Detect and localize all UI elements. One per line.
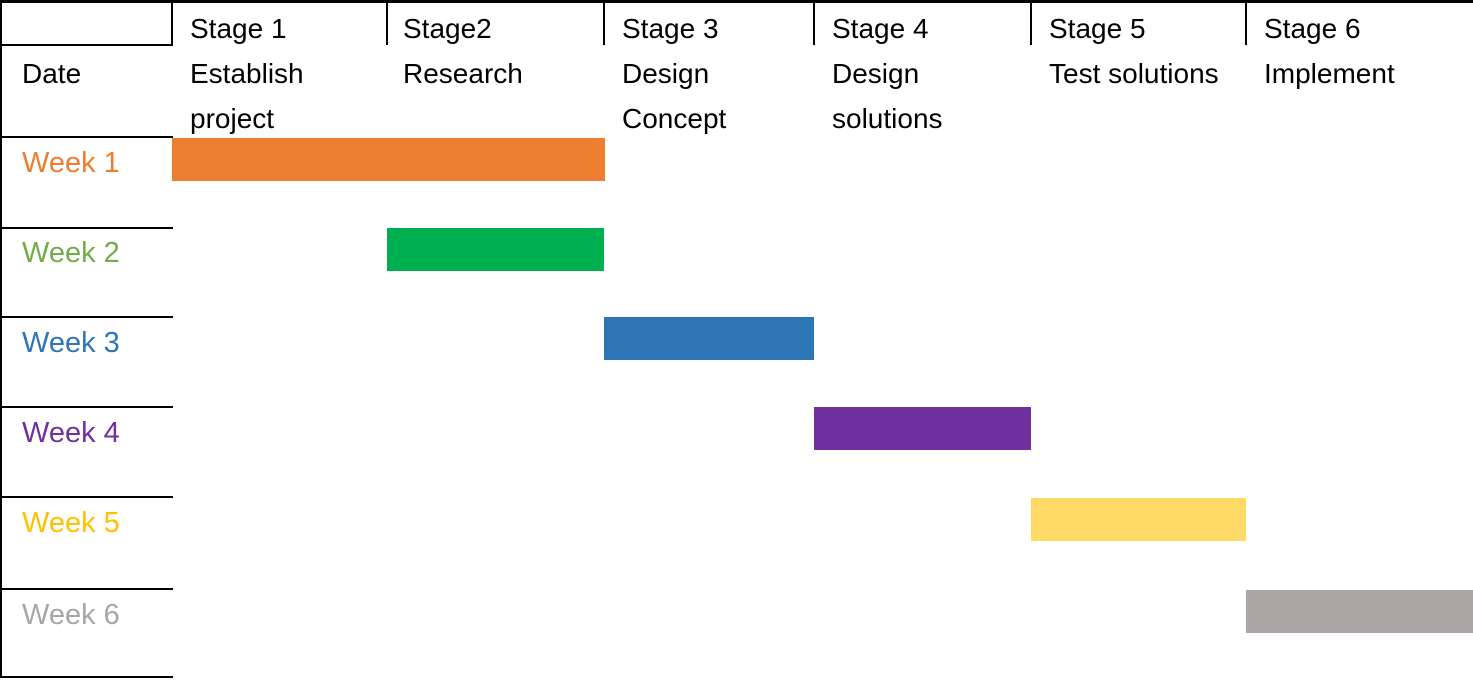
week-row-label: Week 3 — [22, 327, 120, 359]
stage-name: Stage2 — [403, 13, 492, 44]
stage-column-header: Stage 5 Test solutions — [1049, 6, 1221, 96]
stage-description: Test solutions — [1049, 58, 1219, 89]
week-row-label: Week 5 — [22, 507, 120, 539]
stage-column-header: Stage 6 Implement — [1264, 6, 1436, 96]
stage-description: Design Concept — [622, 58, 727, 134]
table-top-border — [0, 0, 1473, 3]
table-left-border — [0, 0, 2, 678]
stage-column-header: Stage2 Research — [403, 6, 575, 96]
date-header-label: Date — [22, 58, 82, 89]
stage-column-header: Stage 4 Design solutions — [832, 6, 1004, 141]
date-column-row-line — [0, 676, 173, 678]
stage-name: Stage 1 — [190, 13, 287, 44]
week-row-label: Week 6 — [22, 599, 120, 631]
stage-name: Stage 4 — [832, 13, 929, 44]
date-column-row-line — [0, 44, 173, 46]
date-column-row-line — [0, 496, 173, 498]
stage-name: Stage 5 — [1049, 13, 1146, 44]
stage-description: Research — [403, 58, 523, 89]
stage-name: Stage 3 — [622, 13, 719, 44]
date-column-row-line — [0, 136, 173, 138]
date-column-row-line — [0, 316, 173, 318]
week-row-label: Week 4 — [22, 417, 120, 449]
stage-column-header: Stage 3 Design Concept — [622, 6, 794, 141]
date-column-row-line — [0, 588, 173, 590]
week-row-label: Week 2 — [22, 237, 120, 269]
gantt-bar-week-6 — [1246, 590, 1473, 633]
gantt-bar-week-2 — [387, 228, 604, 271]
header-column-separator — [1245, 0, 1247, 45]
date-column-row-line — [0, 406, 173, 408]
header-column-separator — [171, 0, 173, 45]
stage-description: Establish project — [190, 58, 304, 134]
header-column-separator — [1030, 0, 1032, 45]
stage-column-header: Stage 1 Establish project — [190, 6, 362, 141]
header-column-separator — [813, 0, 815, 45]
header-column-separator — [603, 0, 605, 45]
stage-description: Implement — [1264, 58, 1395, 89]
gantt-bar-week-5 — [1031, 498, 1246, 541]
gantt-bar-week-3 — [604, 317, 814, 360]
week-row-label: Week 1 — [22, 147, 120, 179]
stage-description: Design solutions — [832, 58, 943, 134]
header-column-separator — [386, 0, 388, 45]
stage-name: Stage 6 — [1264, 13, 1361, 44]
date-column-row-line — [0, 227, 173, 229]
gantt-bar-week-4 — [814, 407, 1031, 450]
gantt-bar-week-1 — [172, 138, 605, 181]
